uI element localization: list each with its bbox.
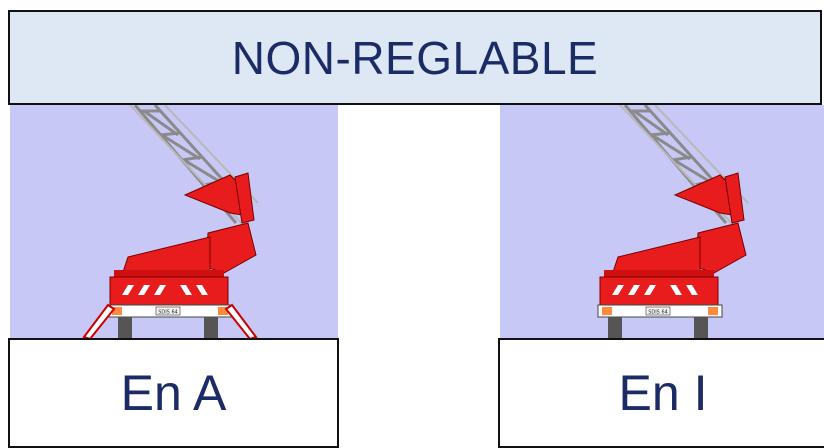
fire-truck-ladder-icon: SDIS 64 xyxy=(500,105,824,339)
label-box-right: En I xyxy=(498,338,824,448)
title-banner: NON-REGLABLE xyxy=(8,10,822,105)
label-en-i: En I xyxy=(619,364,708,422)
truck-illustration-left: SDIS 64 xyxy=(10,105,338,339)
fire-truck-ladder-icon: SDIS 64 xyxy=(10,105,338,339)
banner-title: NON-REGLABLE xyxy=(232,31,598,85)
plate-text-right: SDIS 64 xyxy=(648,310,668,316)
label-en-a: En A xyxy=(121,364,227,422)
truck-illustration-right: SDIS 64 xyxy=(500,105,824,339)
plate-text-left: SDIS 64 xyxy=(158,310,178,316)
label-box-left: En A xyxy=(8,338,339,448)
